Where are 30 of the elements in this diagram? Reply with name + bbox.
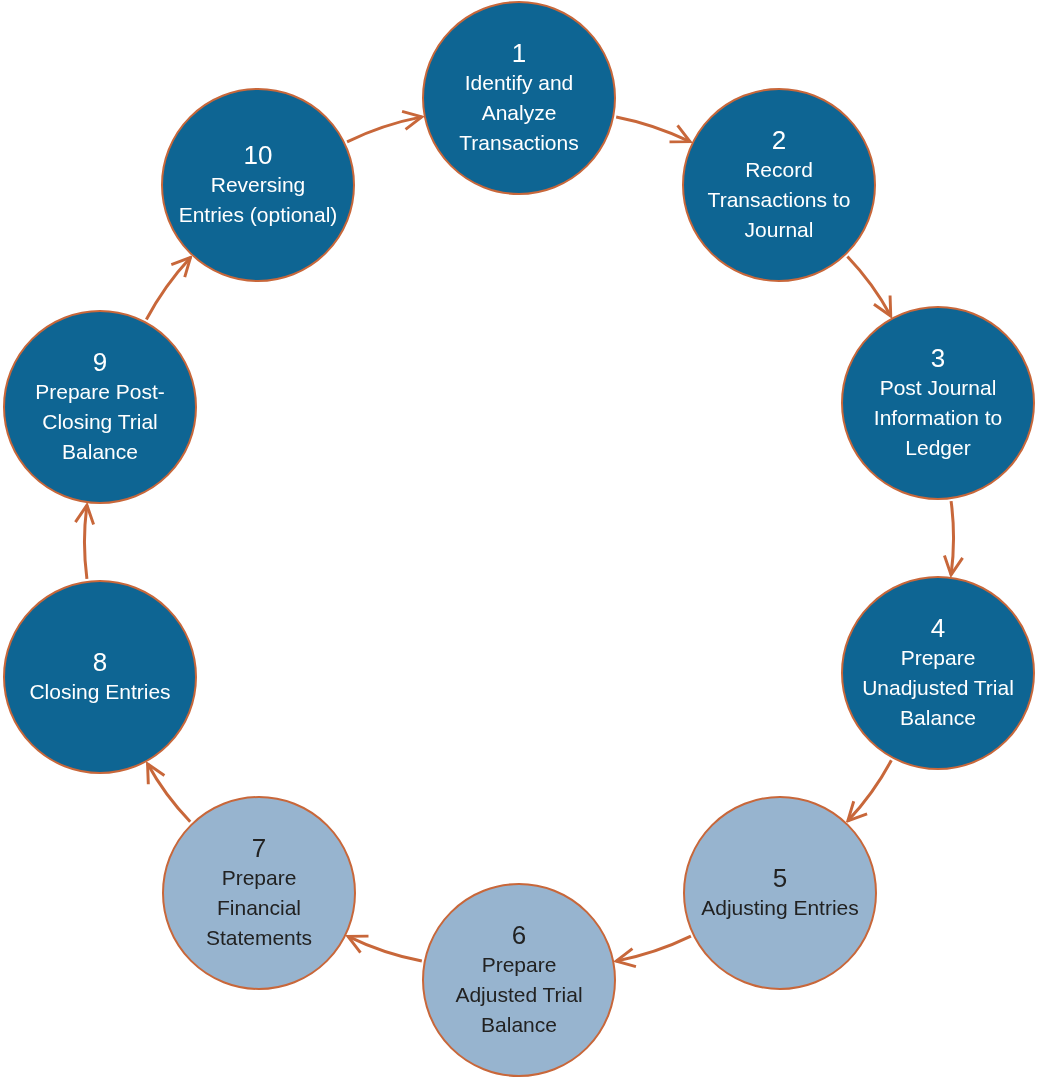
arrow: [614, 934, 692, 968]
arrow: [846, 759, 893, 823]
step-label: Identify and Analyze Transactions: [458, 70, 580, 156]
step-number: 7: [251, 833, 267, 863]
step-label: Record Transactions to Journal: [706, 157, 852, 243]
step-label: Prepare Adjusted Trial Balance: [454, 952, 584, 1038]
step-label: Reversing Entries (optional): [178, 172, 338, 228]
arrow: [615, 115, 692, 144]
step-number: 1: [511, 38, 527, 68]
step-number: 6: [511, 920, 527, 950]
step-number: 2: [771, 125, 787, 155]
step-number: 10: [243, 140, 273, 170]
step-label: Post Journal Information to Ledger: [872, 375, 1004, 461]
step-label: Closing Entries: [28, 679, 172, 705]
step-number: 5: [772, 863, 788, 893]
arrow: [346, 934, 423, 963]
arrow: [146, 762, 192, 823]
step-label: Prepare Financial Statements: [204, 865, 314, 951]
arrow: [942, 500, 964, 577]
step-number: 8: [92, 647, 108, 677]
step-number: 9: [92, 347, 108, 377]
step-label: Prepare Unadjusted Trial Balance: [861, 645, 1015, 731]
arrow: [846, 255, 893, 318]
arrow: [74, 503, 96, 580]
step-number: 3: [930, 343, 946, 373]
arrow: [346, 110, 424, 144]
step-label: Prepare Post-Closing Trial Balance: [34, 379, 166, 465]
step-label: Adjusting Entries: [700, 895, 860, 921]
arrow: [145, 255, 192, 321]
step-number: 4: [930, 613, 946, 643]
